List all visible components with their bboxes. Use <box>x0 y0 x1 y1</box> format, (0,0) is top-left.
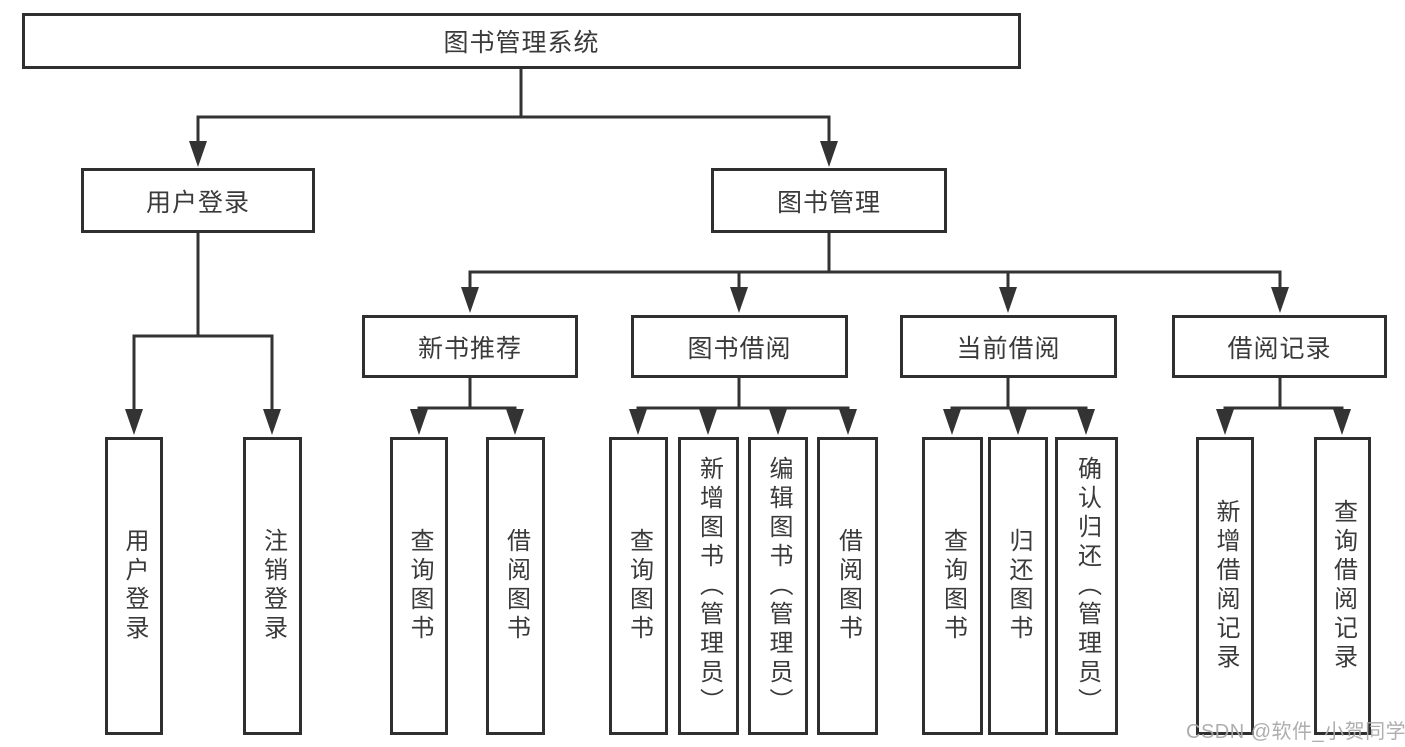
node-book-borrow: 图书借阅 <box>631 315 848 378</box>
node-current-borrow: 当前借阅 <box>900 315 1117 378</box>
leaf-add-borrow-record: 新增借阅记录 <box>1196 437 1254 735</box>
node-root-system: 图书管理系统 <box>22 13 1021 69</box>
leaf-current-query-books: 查询图书 <box>922 437 983 735</box>
leaf-borrow-query-books: 查询图书 <box>609 437 668 735</box>
leaf-confirm-return-admin: 确认归还（管理员） <box>1055 437 1118 735</box>
node-book-management: 图书管理 <box>711 168 947 233</box>
leaf-return-books: 归还图书 <box>988 437 1048 735</box>
leaf-borrow-books: 借阅图书 <box>817 437 878 735</box>
leaf-query-borrow-record: 查询借阅记录 <box>1314 437 1371 735</box>
node-new-book-recommend: 新书推荐 <box>362 315 578 378</box>
csdn-watermark: CSDN @软件_小贺同学 <box>1186 721 1405 743</box>
arrowheads <box>125 141 1351 435</box>
leaf-recommend-borrow-books: 借阅图书 <box>486 437 545 735</box>
node-user-login: 用户登录 <box>81 168 315 233</box>
leaf-logout: 注销登录 <box>243 437 302 735</box>
leaf-recommend-query-books: 查询图书 <box>390 437 448 735</box>
leaf-add-books-admin: 新增图书（管理员） <box>678 437 739 735</box>
leaf-user-login: 用户登录 <box>105 437 163 735</box>
leaf-edit-books-admin: 编辑图书（管理员） <box>748 437 808 735</box>
node-borrow-records: 借阅记录 <box>1172 315 1387 378</box>
